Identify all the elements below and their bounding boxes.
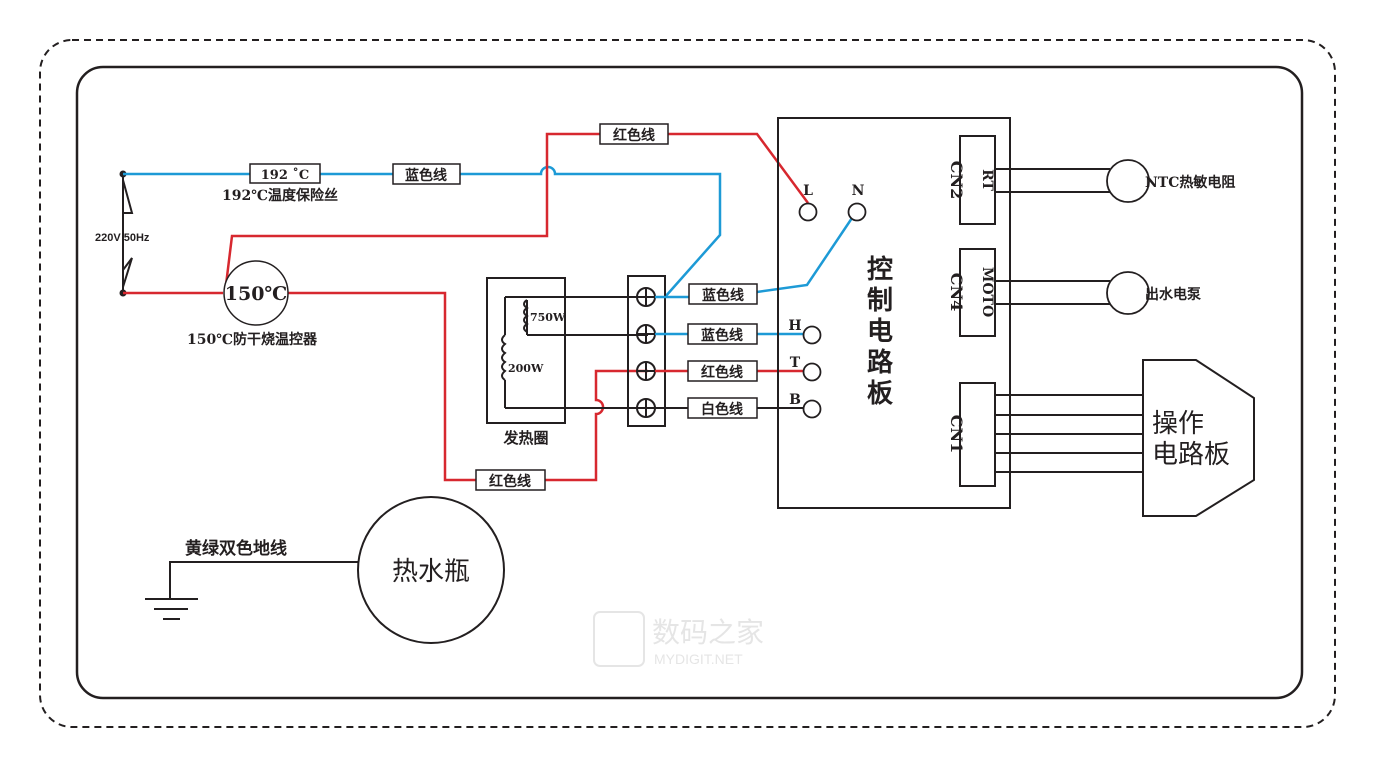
outer-dashed-frame bbox=[39, 39, 1336, 728]
pump-icon bbox=[1106, 271, 1150, 315]
connector-cn1: CN1 操作 电路板 bbox=[947, 359, 1255, 517]
svg-text:MYDIGIT.NET: MYDIGIT.NET bbox=[654, 651, 743, 667]
thermostat: 150℃ 150℃防干烧温控器 bbox=[187, 260, 318, 348]
svg-text:蓝色线: 蓝色线 bbox=[701, 327, 743, 344]
kettle-label: 热水瓶 bbox=[392, 557, 470, 587]
pin-h bbox=[802, 325, 822, 345]
svg-text:红色线: 红色线 bbox=[701, 364, 743, 381]
connector-cn4: MOTO CN4 出水电泵 bbox=[947, 248, 1201, 337]
wire-label-red-t: 红色线 bbox=[687, 360, 758, 382]
thermostat-caption: 150℃防干烧温控器 bbox=[187, 331, 318, 348]
pin-b bbox=[802, 399, 822, 419]
ground-label: 黄绿双色地线 bbox=[185, 538, 287, 559]
svg-text:蓝色线: 蓝色线 bbox=[702, 287, 744, 304]
svg-text:MOTO: MOTO bbox=[979, 267, 995, 317]
pin-b-label: B bbox=[789, 392, 801, 408]
pin-l-label: L bbox=[803, 183, 813, 199]
pump-label: 出水电泵 bbox=[1145, 286, 1201, 303]
wire-label-red-bottom: 红色线 bbox=[475, 469, 546, 491]
pin-n-label: N bbox=[852, 183, 865, 199]
control-board: 控制电路板 L N H T B bbox=[777, 117, 1011, 509]
wire-label-red-top: 红色线 bbox=[599, 123, 669, 145]
red-wire-top bbox=[223, 132, 810, 294]
coil-750w-label: 750W bbox=[530, 311, 566, 324]
svg-text:数码之家: 数码之家 bbox=[652, 616, 764, 649]
kettle bbox=[357, 496, 505, 644]
heater: 750W 200W 发热圈 bbox=[486, 277, 648, 447]
fuse: 192 ˚C 192℃温度保险丝 bbox=[222, 163, 338, 204]
wire-label-blue-2: 蓝色线 bbox=[687, 323, 758, 345]
connector-cn2: RT CN2 NTC热敏电阻 bbox=[947, 135, 1235, 225]
red-wire-bottom bbox=[123, 291, 648, 482]
svg-text:蓝色线: 蓝色线 bbox=[405, 167, 447, 184]
svg-text:红色线: 红色线 bbox=[489, 473, 531, 490]
fuse-value: 192 ˚C bbox=[261, 167, 310, 183]
svg-text:白色线: 白色线 bbox=[701, 401, 743, 418]
watermark: 数码之家 MYDIGIT.NET bbox=[593, 611, 764, 667]
pin-t bbox=[802, 362, 822, 382]
svg-text:CN4: CN4 bbox=[947, 273, 966, 312]
svg-text:CN2: CN2 bbox=[947, 161, 966, 200]
wire-label-blue-top: 蓝色线 bbox=[392, 163, 461, 185]
ntc-label: NTC热敏电阻 bbox=[1145, 174, 1235, 191]
blue-wire-n bbox=[655, 217, 854, 299]
control-board-title: 控制电路板 bbox=[867, 255, 894, 409]
blue-wire-main bbox=[123, 165, 722, 298]
pin-n bbox=[847, 202, 867, 222]
heater-caption: 发热圈 bbox=[502, 429, 548, 447]
fuse-caption: 192℃温度保险丝 bbox=[222, 187, 338, 204]
svg-text:红色线: 红色线 bbox=[613, 127, 655, 144]
ntc-thermistor-icon bbox=[1106, 159, 1150, 203]
thermostat-value: 150℃ bbox=[225, 283, 287, 305]
watermark-logo-icon bbox=[593, 611, 645, 667]
wire-label-blue-1: 蓝色线 bbox=[688, 283, 758, 305]
svg-text:RT: RT bbox=[979, 169, 995, 191]
wire-label-white-b: 白色线 bbox=[687, 397, 758, 419]
pin-t-label: T bbox=[790, 355, 801, 371]
ground-icon bbox=[145, 598, 198, 620]
power-source: 220V 50Hz bbox=[95, 170, 150, 297]
pin-h-label: H bbox=[788, 318, 801, 334]
svg-text:CN1: CN1 bbox=[947, 415, 966, 454]
operation-board-label-1: 操作 bbox=[1152, 409, 1204, 439]
inner-frame bbox=[75, 65, 1304, 700]
ground: 黄绿双色地线 热水瓶 bbox=[145, 496, 505, 644]
terminal-block bbox=[627, 275, 666, 427]
svg-text:控制电路板: 控制电路板 bbox=[867, 255, 894, 409]
pin-l bbox=[798, 202, 818, 222]
coil-200w-label: 200W bbox=[508, 362, 544, 375]
operation-board bbox=[1142, 359, 1255, 517]
power-label: 220V 50Hz bbox=[95, 232, 150, 244]
operation-board-label-2: 电路板 bbox=[1152, 440, 1230, 470]
